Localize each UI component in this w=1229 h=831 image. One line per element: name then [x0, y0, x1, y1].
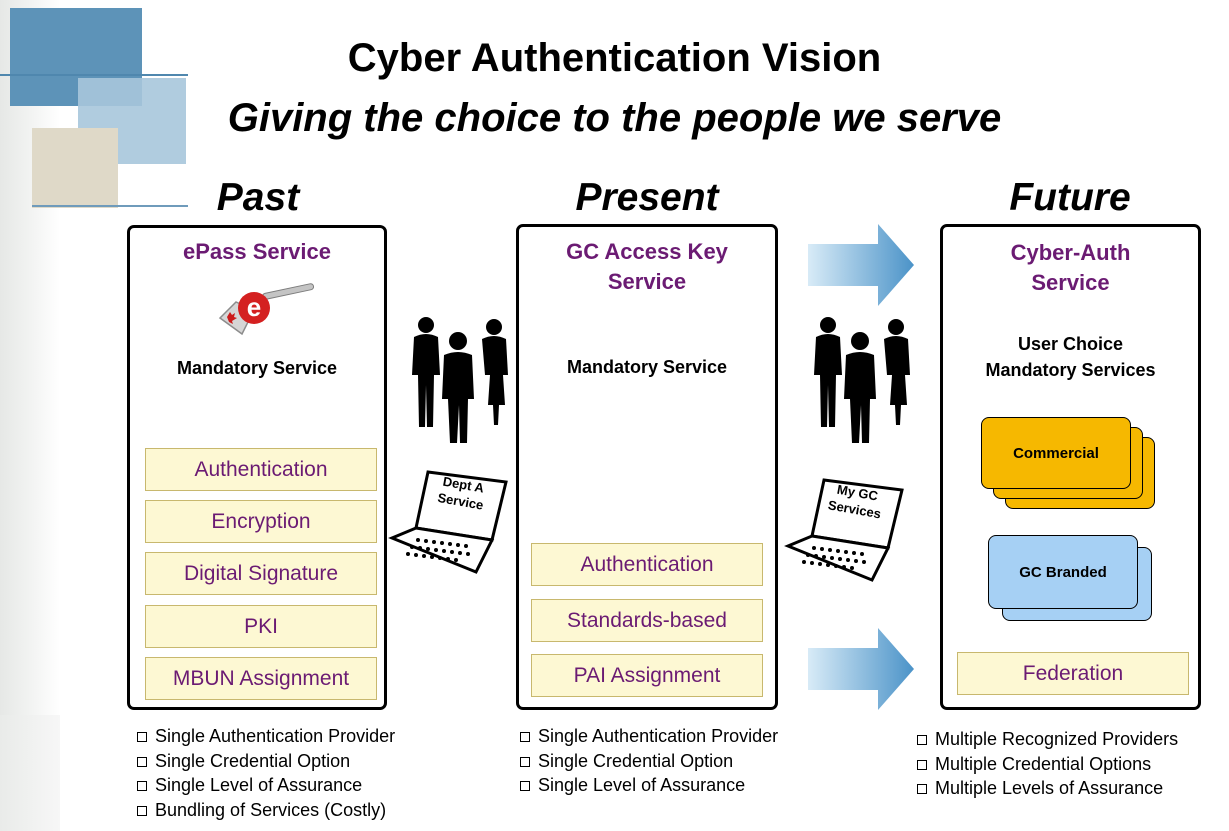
list-item: Multiple Credential Options [917, 752, 1178, 777]
heading-present: Present [575, 176, 719, 219]
list-item: Multiple Recognized Providers [917, 727, 1178, 752]
checkbox-bullet-icon [520, 756, 530, 767]
present-function-standards-based: Standards-based [531, 599, 763, 642]
laptop-icon [388, 468, 510, 580]
gc-branded-provider-card: GC Branded [988, 535, 1138, 609]
list-item: Single Authentication Provider [137, 724, 395, 749]
present-function-authentication: Authentication [531, 543, 763, 586]
past-service-name: ePass Service [182, 239, 332, 264]
list-item: Single Level of Assurance [520, 773, 778, 798]
present-bullet-list: Single Authentication Provider Single Cr… [520, 724, 778, 798]
checkbox-bullet-icon [137, 756, 147, 767]
arrow-right-icon [808, 224, 916, 311]
past-mandatory-label: Mandatory Service [176, 358, 338, 378]
present-function-pai-assignment: PAI Assignment [531, 654, 763, 697]
list-item: Single Credential Option [520, 749, 778, 774]
epass-key-icon: e [202, 278, 322, 345]
past-function-mbun-assignment: MBUN Assignment [145, 657, 377, 700]
decorative-line [0, 74, 188, 76]
future-panel: Cyber-Auth Service User Choice Mandatory… [940, 224, 1201, 710]
present-mandatory-label: Mandatory Service [566, 357, 728, 377]
commercial-provider-card: Commercial [981, 417, 1131, 489]
future-function-federation: Federation [957, 652, 1189, 695]
people-group-icon [810, 315, 914, 445]
checkbox-bullet-icon [137, 732, 147, 742]
people-group-icon [408, 315, 512, 445]
future-user-choice-label: User Choice Mandatory Services [985, 334, 1156, 380]
present-service-name: GC Access Key Service [566, 239, 728, 294]
future-bullet-list: Multiple Recognized Providers Multiple C… [917, 727, 1178, 801]
checkbox-bullet-icon [520, 781, 530, 791]
slide-title: Cyber Authentication Vision [347, 36, 882, 80]
past-bullet-list: Single Authentication Provider Single Cr… [137, 724, 395, 822]
list-item: Multiple Levels of Assurance [917, 776, 1178, 801]
future-service-name: Cyber-Auth Service [1010, 240, 1131, 295]
laptop-icon [784, 476, 906, 588]
present-panel: GC Access Key Service Mandatory Service … [516, 224, 778, 710]
checkbox-bullet-icon [137, 781, 147, 791]
past-panel: ePass Service e Mandatory Service Authen… [127, 225, 387, 710]
decorative-square [0, 715, 60, 831]
list-item: Single Authentication Provider [520, 724, 778, 749]
checkbox-bullet-icon [520, 732, 530, 742]
arrow-right-icon [808, 628, 916, 715]
slide-subtitle: Giving the choice to the people we serve [227, 96, 1002, 140]
heading-past: Past [216, 176, 300, 219]
list-item: Single Level of Assurance [137, 773, 395, 798]
list-item: Single Credential Option [137, 749, 395, 774]
heading-future: Future [1009, 176, 1131, 219]
past-function-digital-signature: Digital Signature [145, 552, 377, 595]
decorative-line [32, 205, 188, 207]
checkbox-bullet-icon [137, 805, 147, 816]
svg-text:e: e [247, 292, 261, 322]
past-function-pki: PKI [145, 605, 377, 648]
checkbox-bullet-icon [917, 784, 927, 794]
checkbox-bullet-icon [917, 735, 927, 745]
decorative-square [32, 128, 118, 208]
past-function-authentication: Authentication [145, 448, 377, 491]
list-item: Bundling of Services (Costly) [137, 798, 395, 823]
checkbox-bullet-icon [917, 759, 927, 770]
past-function-encryption: Encryption [145, 500, 377, 543]
